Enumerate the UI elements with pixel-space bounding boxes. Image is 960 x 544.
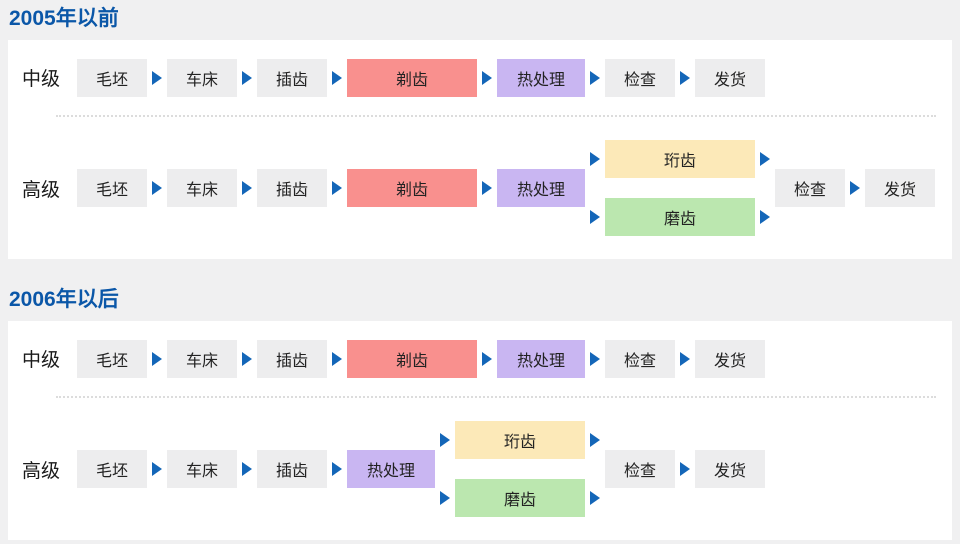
arrow-right-icon [850,181,860,195]
arrow-right-icon [482,351,492,366]
process-step-box: 毛坯 [77,450,147,488]
process-step-box: 热处理 [497,169,585,207]
row-label: 中级 [22,350,61,371]
branch-line: 磨齿 [590,198,770,236]
process-step-box: 热处理 [497,58,585,97]
process-step-box: 珩齿 [605,140,755,178]
process-step-box: 剃齿 [347,58,477,97]
arrow-right-icon [152,70,162,85]
arrow-right-icon [482,70,492,85]
process-step-box: 珩齿 [455,421,585,459]
arrow-right-icon [590,433,600,447]
process-step-box: 热处理 [347,450,435,488]
arrow-right-icon [332,181,342,195]
row-separator [56,115,936,117]
flow-panel: 中级毛坯车床插齿剃齿热处理检查发货高级毛坯车床插齿热处理珩齿磨齿检查发货 [8,321,952,540]
row-separator [56,396,936,398]
process-step-box: 毛坯 [77,339,147,378]
branch-group: 珩齿磨齿 [590,140,770,236]
flow-panel: 中级毛坯车床插齿剃齿热处理检查发货高级毛坯车床插齿剃齿热处理珩齿磨齿检查发货 [8,40,952,259]
section-after-2006: 2006年以后 中级毛坯车床插齿剃齿热处理检查发货高级毛坯车床插齿热处理珩齿磨齿… [0,259,960,540]
process-step-box: 磨齿 [455,479,585,517]
arrow-right-icon [440,491,450,505]
arrow-right-icon [242,351,252,366]
arrow-right-icon [152,351,162,366]
process-step-box: 检查 [605,339,675,378]
branch-line: 珩齿 [590,140,770,178]
arrow-right-icon [242,181,252,195]
branch-group: 珩齿磨齿 [440,421,600,517]
section-title: 2006年以后 [9,288,119,311]
process-step-box: 插齿 [257,169,327,207]
process-step-box: 检查 [605,450,675,488]
process-step-box: 发货 [695,450,765,488]
arrow-right-icon [590,152,600,166]
process-step-box: 车床 [167,339,237,378]
flow-row: 中级毛坯车床插齿剃齿热处理检查发货 [8,321,952,396]
process-step-box: 热处理 [497,339,585,378]
process-step-box: 毛坯 [77,58,147,97]
arrow-right-icon [440,433,450,447]
arrow-right-icon [760,152,770,166]
arrow-right-icon [332,70,342,85]
process-step-box: 车床 [167,58,237,97]
process-step-box: 剃齿 [347,339,477,378]
arrow-right-icon [152,181,162,195]
process-step-box: 剃齿 [347,169,477,207]
flow-row: 高级毛坯车床插齿剃齿热处理珩齿磨齿检查发货 [8,117,952,259]
row-label: 高级 [22,179,61,201]
arrow-right-icon [482,181,492,195]
flow-row: 高级毛坯车床插齿热处理珩齿磨齿检查发货 [8,398,952,540]
flow-row: 中级毛坯车床插齿剃齿热处理检查发货 [8,40,952,115]
arrow-right-icon [242,462,252,476]
process-step-box: 车床 [167,169,237,207]
arrow-right-icon [590,351,600,366]
arrow-right-icon [680,462,690,476]
process-step-box: 毛坯 [77,169,147,207]
arrow-right-icon [242,70,252,85]
branch-line: 珩齿 [440,421,600,459]
arrow-right-icon [680,70,690,85]
process-step-box: 车床 [167,450,237,488]
row-label: 中级 [22,69,61,90]
process-step-box: 发货 [865,169,935,207]
process-step-box: 发货 [695,58,765,97]
arrow-right-icon [590,70,600,85]
process-step-box: 检查 [605,58,675,97]
arrow-right-icon [680,351,690,366]
arrow-right-icon [590,491,600,505]
arrow-right-icon [152,462,162,476]
section-before-2005: 2005年以前 中级毛坯车床插齿剃齿热处理检查发货高级毛坯车床插齿剃齿热处理珩齿… [0,0,960,259]
process-step-box: 检查 [775,169,845,207]
arrow-right-icon [332,351,342,366]
process-step-box: 插齿 [257,58,327,97]
branch-line: 磨齿 [440,479,600,517]
process-step-box: 插齿 [257,450,327,488]
process-step-box: 插齿 [257,339,327,378]
process-step-box: 磨齿 [605,198,755,236]
arrow-right-icon [590,210,600,224]
arrow-right-icon [760,210,770,224]
arrow-right-icon [332,462,342,476]
row-label: 高级 [22,460,61,482]
section-title: 2005年以前 [9,7,119,30]
process-step-box: 发货 [695,339,765,378]
